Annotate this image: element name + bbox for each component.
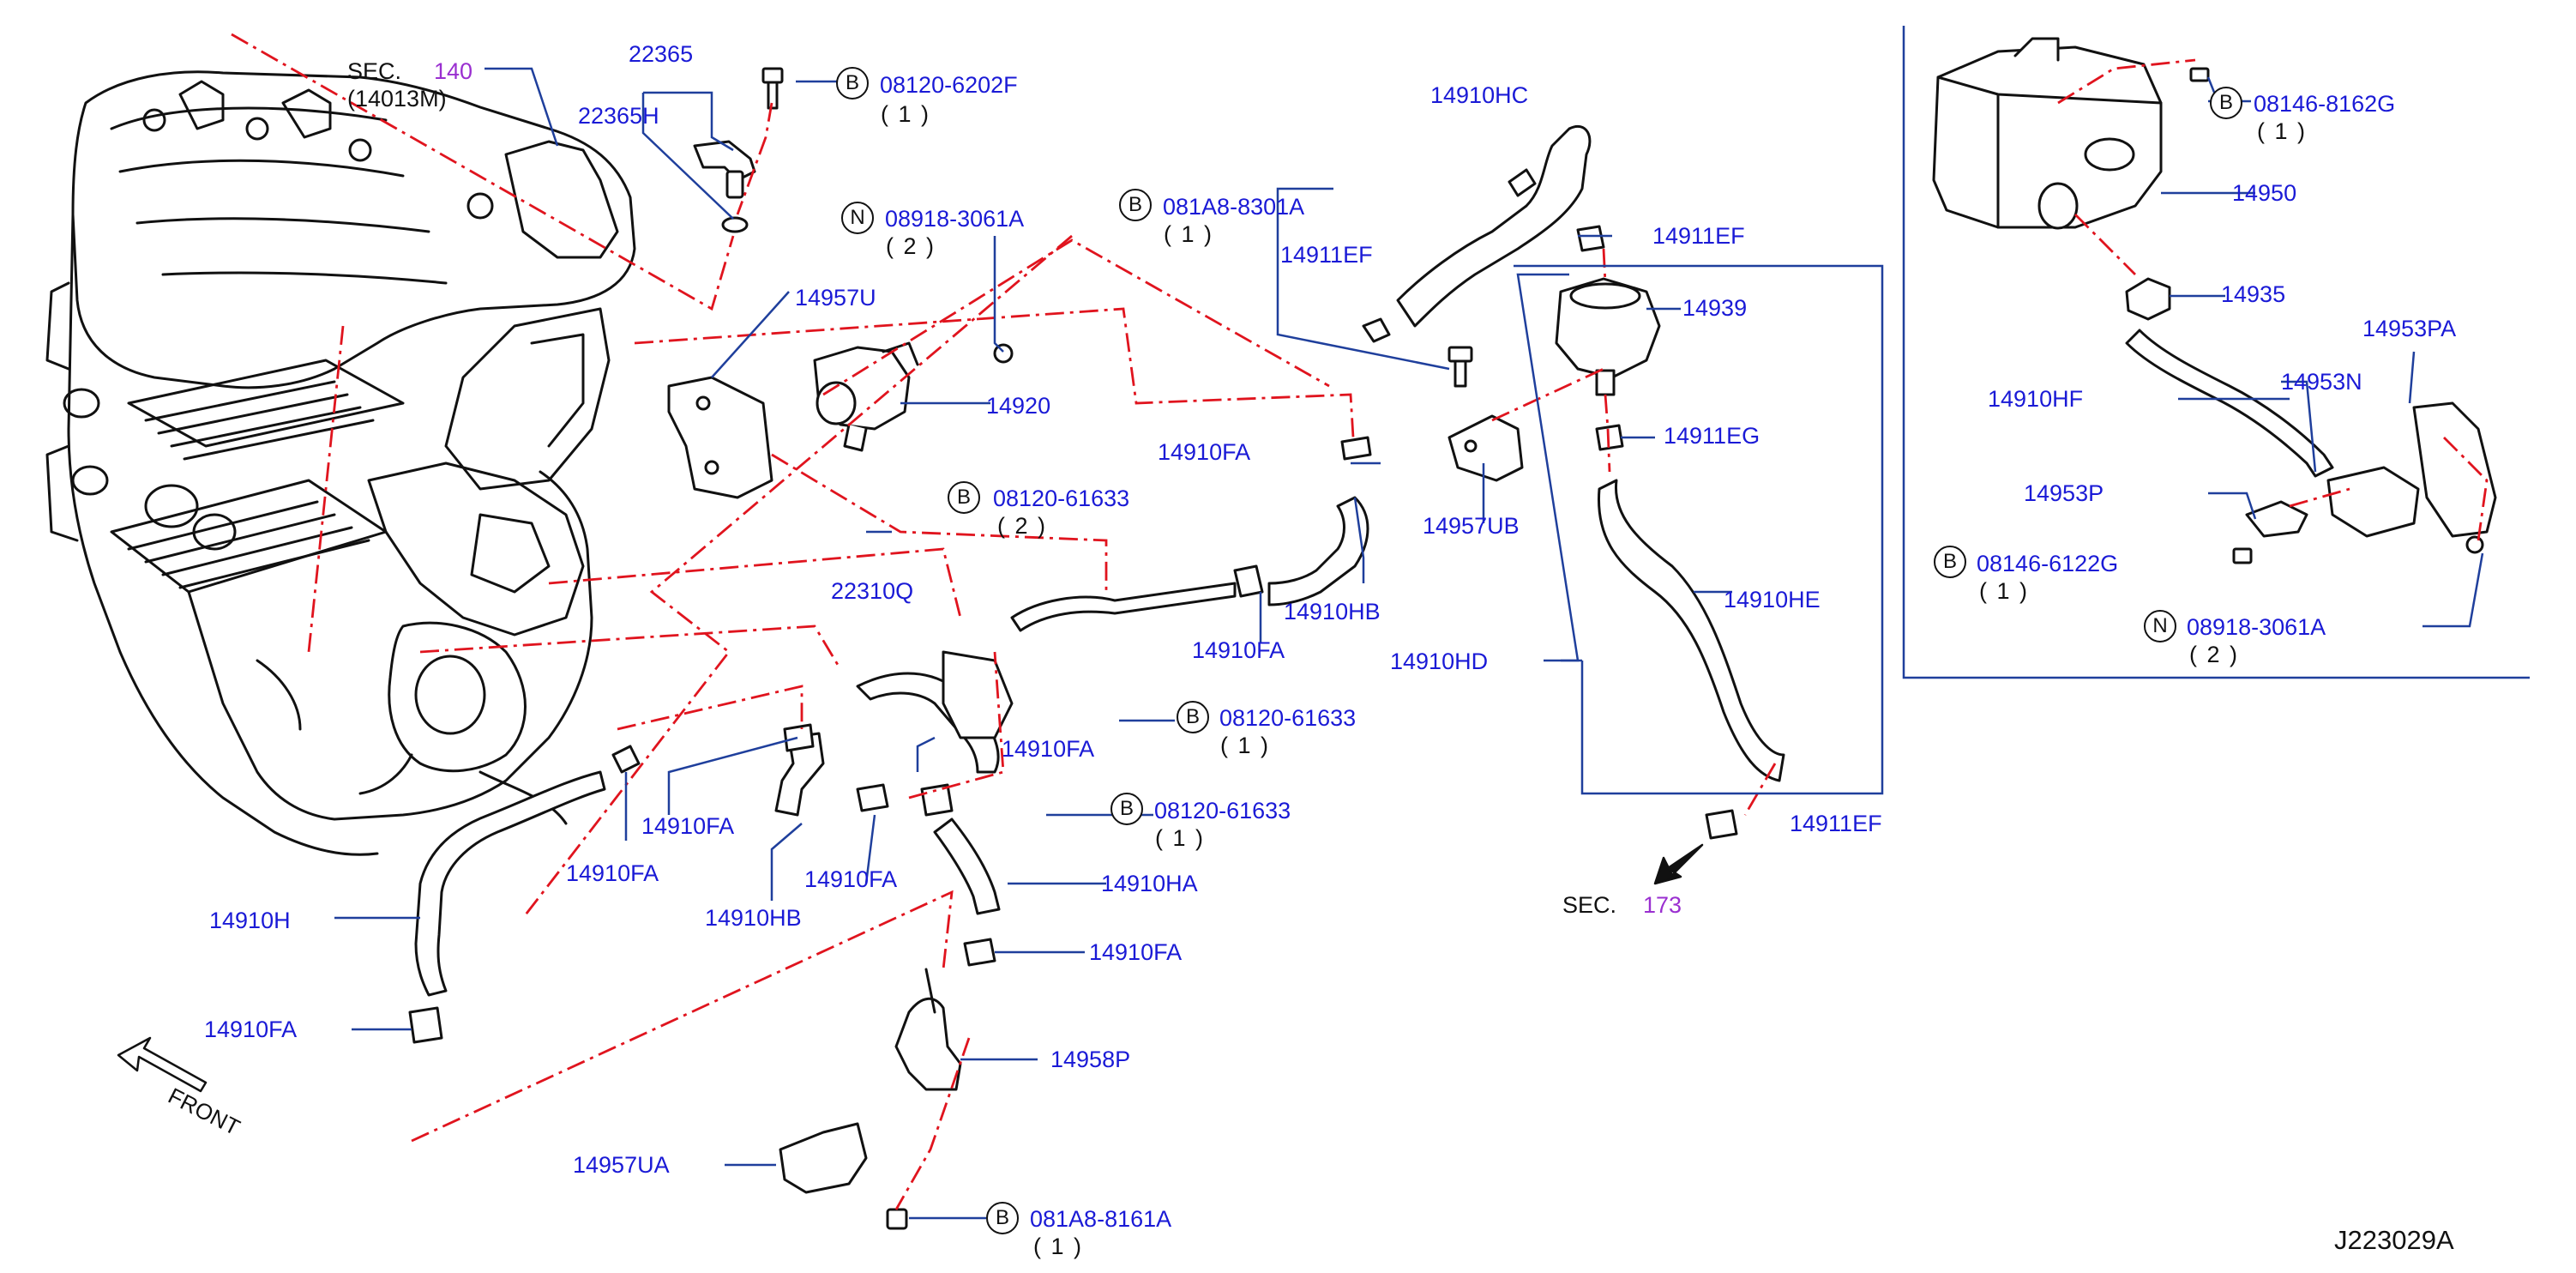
fastener-badge: N <box>841 202 874 234</box>
fastener-qty: ( 1 ) <box>2257 118 2308 144</box>
part-14911eg-label[interactable]: 14911EG <box>1664 423 1760 449</box>
part-22310q-label[interactable]: 22310Q <box>831 578 914 604</box>
part-14910fa-label[interactable]: 14910FA <box>1158 439 1251 465</box>
fastener-code[interactable]: 08120-6202F <box>880 72 1018 98</box>
section-140-prefix: SEC. <box>347 58 402 84</box>
fastener-badge: B <box>1110 793 1143 825</box>
diagram-reference-code: J223029A <box>2334 1225 2454 1255</box>
part-14910fa-label[interactable]: 14910FA <box>1002 736 1095 762</box>
fastener-badge: N <box>2144 610 2176 643</box>
part-14910fa-label[interactable]: 14910FA <box>1089 939 1183 965</box>
part-14910fa-label[interactable]: 14910FA <box>566 860 659 886</box>
part-14957u-label[interactable]: 14957U <box>795 285 876 311</box>
part-14911ef-label[interactable]: 14911EF <box>1790 811 1882 836</box>
fastener-code[interactable]: 081A8-8301A <box>1163 194 1305 220</box>
fastener-code[interactable]: 08918-3061A <box>885 206 1025 232</box>
part-14910hd-label[interactable]: 14910HD <box>1390 649 1489 674</box>
part-14957ua-label[interactable]: 14957UA <box>573 1152 670 1178</box>
fastener-code[interactable]: 08120-61633 <box>1219 705 1357 731</box>
part-14935-label[interactable]: 14935 <box>2221 281 2286 307</box>
fastener-qty: ( 1 ) <box>1155 825 1206 851</box>
fastener-code[interactable]: 08146-8162G <box>2254 91 2396 117</box>
fastener-qty: ( 1 ) <box>1979 578 2030 604</box>
fastener-qty: ( 2 ) <box>886 233 936 259</box>
front-arrow-icon <box>117 1036 208 1093</box>
part-14910fa-label[interactable]: 14910FA <box>1192 637 1285 663</box>
part-14910hb-label[interactable]: 14910HB <box>705 905 802 931</box>
fastener-qty: ( 1 ) <box>1220 733 1271 758</box>
fastener-badge: B <box>1934 546 1966 578</box>
part-22365h-label[interactable]: 22365H <box>578 103 659 129</box>
leader-lines <box>334 67 2484 1220</box>
part-14910fa-label[interactable]: 14910FA <box>641 813 735 839</box>
part-14957ub-label[interactable]: 14957UB <box>1423 513 1520 539</box>
fastener-badge: B <box>1119 189 1152 221</box>
section-173-number[interactable]: 173 <box>1643 892 1682 918</box>
fastener-qty: ( 1 ) <box>881 101 931 127</box>
part-14910fa-label[interactable]: 14910FA <box>804 866 898 892</box>
section-140-number[interactable]: 140 <box>434 58 473 84</box>
part-14910fa-label[interactable]: 14910FA <box>204 1017 298 1042</box>
part-14910h-label[interactable]: 14910H <box>209 908 291 933</box>
part-14911ef-label[interactable]: 14911EF <box>1280 242 1373 268</box>
part-14953pa-label[interactable]: 14953PA <box>2362 316 2457 341</box>
fastener-qty: ( 1 ) <box>1164 221 1214 247</box>
fastener-code[interactable]: 08120-61633 <box>993 486 1130 511</box>
fastener-code[interactable]: 08918-3061A <box>2187 614 2326 640</box>
fastener-qty: ( 1 ) <box>1033 1234 1084 1259</box>
part-14910hb-label[interactable]: 14910HB <box>1284 599 1381 624</box>
fastener-badge: B <box>986 1202 1019 1234</box>
part-14911ef-label[interactable]: 14911EF <box>1652 223 1745 249</box>
part-14958p-label[interactable]: 14958P <box>1050 1047 1131 1072</box>
part-22365-label[interactable]: 22365 <box>629 41 694 67</box>
fastener-qty: ( 2 ) <box>2189 642 2240 667</box>
inset-frames <box>1514 26 2530 795</box>
component-illustrations <box>408 37 2497 1230</box>
section-140-sub: (14013M) <box>347 86 447 112</box>
fastener-badge: B <box>836 67 869 100</box>
part-14939-label[interactable]: 14939 <box>1682 295 1748 321</box>
fastener-badge: B <box>1177 701 1209 733</box>
fastener-code[interactable]: 081A8-8161A <box>1030 1206 1172 1232</box>
part-14953p-label[interactable]: 14953P <box>2024 480 2104 506</box>
sec173-arrow-icon <box>1653 843 1704 885</box>
fastener-badge: B <box>948 481 980 514</box>
part-14910hc-label[interactable]: 14910HC <box>1430 82 1529 108</box>
part-14910he-label[interactable]: 14910HE <box>1724 587 1821 612</box>
part-14910hf-label[interactable]: 14910HF <box>1988 386 2084 412</box>
part-14953n-label[interactable]: 14953N <box>2281 369 2362 395</box>
fastener-code[interactable]: 08146-6122G <box>1977 551 2119 576</box>
fastener-code[interactable]: 08120-61633 <box>1154 798 1291 824</box>
fastener-badge: B <box>2210 87 2242 119</box>
arrow-markers <box>117 843 1704 1093</box>
fastener-qty: ( 2 ) <box>997 513 1048 539</box>
section-173-prefix: SEC. <box>1562 892 1617 918</box>
engine-assembly-illustration <box>45 70 636 856</box>
part-14950-label[interactable]: 14950 <box>2232 180 2297 206</box>
part-14910ha-label[interactable]: 14910HA <box>1101 871 1198 896</box>
part-14920-label[interactable]: 14920 <box>986 393 1051 419</box>
